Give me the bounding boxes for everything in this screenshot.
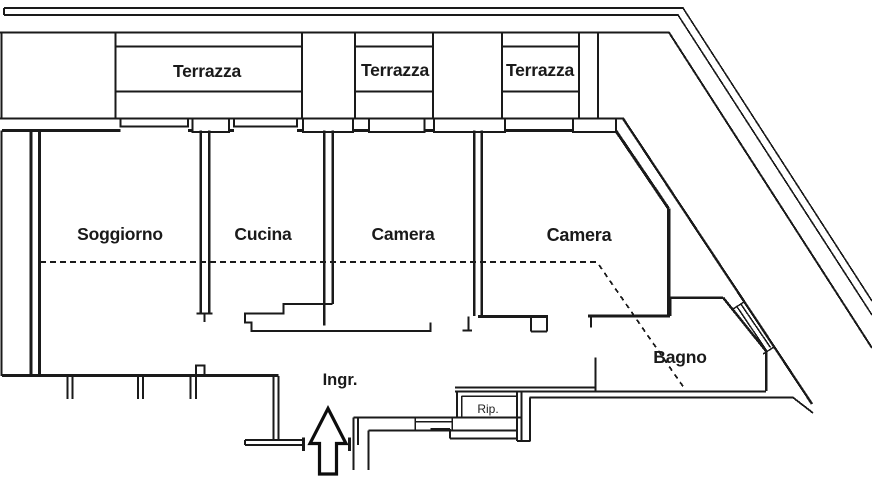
room-labels: Terrazza Terrazza Terrazza Soggiorno Cuc… bbox=[77, 60, 707, 416]
label-cucina: Cucina bbox=[234, 224, 292, 244]
camera-camera-divider bbox=[472, 130, 483, 316]
label-terrazza-2: Terrazza bbox=[361, 60, 430, 80]
section-dashed-lines bbox=[40, 261, 687, 391]
label-terrazza-3: Terrazza bbox=[506, 60, 575, 80]
label-soggiorno: Soggiorno bbox=[77, 224, 163, 244]
ripostiglio-walls bbox=[430, 391, 523, 441]
label-ingresso: Ingr. bbox=[323, 371, 358, 389]
entrance-arrow-icon bbox=[307, 405, 349, 476]
terrace-box-3 bbox=[501, 32, 580, 119]
label-bagno: Bagno bbox=[653, 347, 706, 367]
terrace-band-walls bbox=[0, 31, 872, 405]
terrace-box-2 bbox=[354, 32, 434, 119]
soggiorno-cucina-divider bbox=[196, 130, 213, 322]
label-terrazza-1: Terrazza bbox=[173, 61, 242, 81]
label-ripostiglio: Rip. bbox=[477, 402, 498, 416]
bagno-walls bbox=[455, 296, 768, 393]
camera2-diagonal-wall bbox=[614, 130, 671, 316]
rooms-north-wall bbox=[2, 118, 617, 133]
cucina-camera-divider bbox=[244, 130, 432, 332]
west-walls bbox=[0, 130, 279, 399]
entry-corridor-walls bbox=[243, 376, 522, 470]
outer-boundary-walls bbox=[3, 7, 872, 316]
bagno-diagonal-window bbox=[732, 301, 775, 355]
terrace-box-1 bbox=[114, 32, 303, 119]
south-east-boundary bbox=[517, 396, 814, 442]
camera-south-walls bbox=[462, 314, 670, 333]
label-camera-2: Camera bbox=[547, 225, 613, 245]
label-camera-1: Camera bbox=[371, 224, 434, 244]
